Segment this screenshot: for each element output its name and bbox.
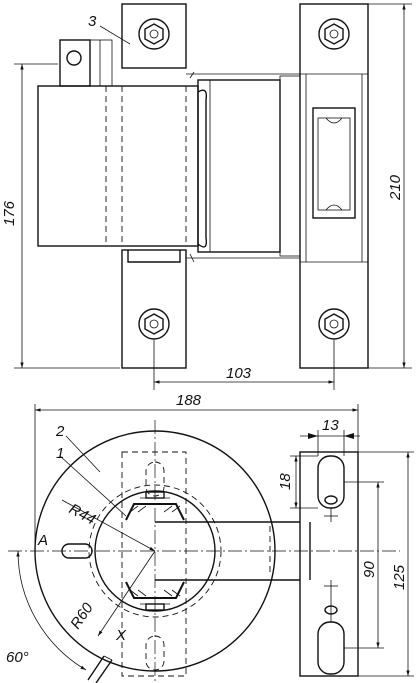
angle-60: 60°	[6, 649, 29, 666]
arm-bar	[155, 521, 311, 581]
coil-block	[186, 71, 301, 263]
bottom-view	[8, 420, 400, 683]
bottom-view-dimensions	[16, 404, 414, 677]
dim-176: 176	[1, 200, 18, 226]
dim-13: 13	[322, 417, 339, 434]
dim-18: 18	[277, 473, 294, 490]
top-view	[37, 3, 369, 369]
label-x: X	[115, 627, 127, 644]
callout-3: 3	[88, 13, 97, 30]
dim-210: 210	[387, 174, 404, 201]
radius-r60: R60	[67, 599, 97, 632]
tab-fastener	[59, 39, 113, 87]
slot-plate	[121, 451, 187, 677]
screw-head-bottom-right-icon	[318, 308, 350, 340]
dim-125: 125	[391, 564, 408, 590]
labels: 3 176 210 103 188 2 1 13 18 90 125 R44 R…	[1, 13, 408, 666]
screw-head-top-left-icon	[138, 18, 170, 50]
dim-103: 103	[226, 365, 252, 382]
top-view-dimensions	[14, 3, 412, 390]
screw-head-bottom-left-icon	[138, 308, 170, 340]
right-mount-plate	[299, 451, 359, 677]
hatching	[129, 505, 181, 597]
screw-head-top-right-icon	[318, 18, 350, 50]
label-a: A	[37, 532, 48, 549]
cylinder-body	[37, 85, 199, 247]
callout-2: 2	[55, 423, 65, 440]
dim-188: 188	[176, 392, 202, 409]
callout-1: 1	[56, 445, 64, 462]
radius-r44: R44	[66, 501, 98, 529]
pin-x	[87, 655, 113, 683]
right-clamp-bracket	[299, 3, 369, 369]
dim-90: 90	[361, 561, 378, 578]
